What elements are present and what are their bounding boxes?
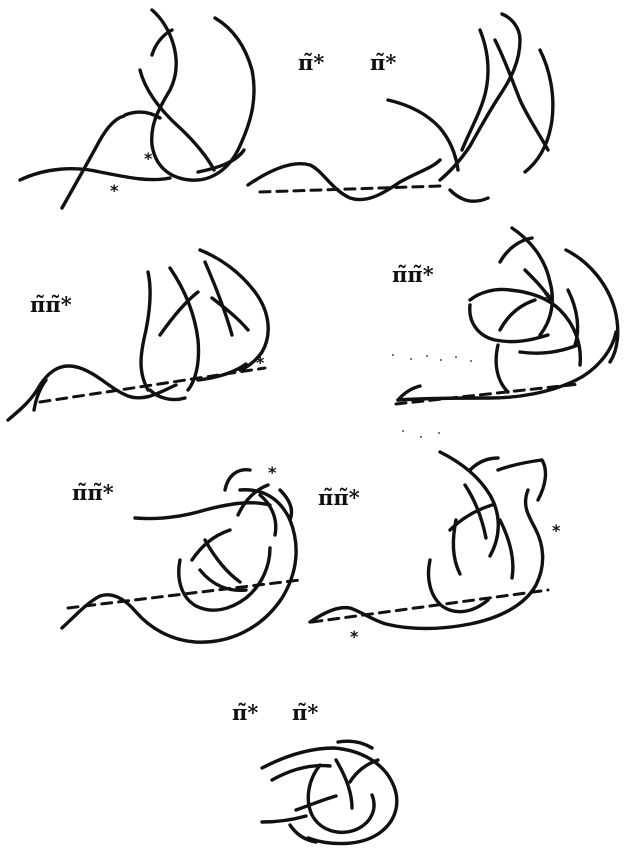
crossing-marker: *: [110, 181, 119, 200]
knot-diagram-7: [262, 741, 397, 843]
knot-diagram-3: [8, 250, 268, 420]
label-pi-tilde-pi-tilde: π̃π̃*: [392, 262, 434, 287]
label-pi-tilde-pi-tilde: π̃π̃*: [72, 480, 114, 505]
label-pi-tilde-pi-tilde: π̃π̃*: [318, 485, 360, 510]
knot-diagram-4: [396, 228, 618, 404]
crossing-marker: *: [552, 521, 561, 540]
knot-diagram-1: [20, 10, 254, 208]
crossing-marker: *: [268, 463, 277, 482]
label-pi-tilde: π̃*: [232, 700, 258, 725]
label-pi-tilde: π̃*: [370, 50, 396, 75]
crossing-marker: *: [256, 353, 265, 372]
knot-diagram-6: [310, 452, 548, 629]
crossing-marker: *: [350, 627, 359, 646]
crossing-marker: *: [544, 289, 553, 308]
crossing-marker: *: [144, 149, 153, 168]
label-pi-tilde: π̃*: [292, 700, 318, 725]
label-pi-tilde: π̃*: [298, 50, 324, 75]
label-pi-tilde-pi-tilde: π̃π̃*: [30, 292, 72, 317]
knot-diagram-2: [248, 14, 553, 201]
